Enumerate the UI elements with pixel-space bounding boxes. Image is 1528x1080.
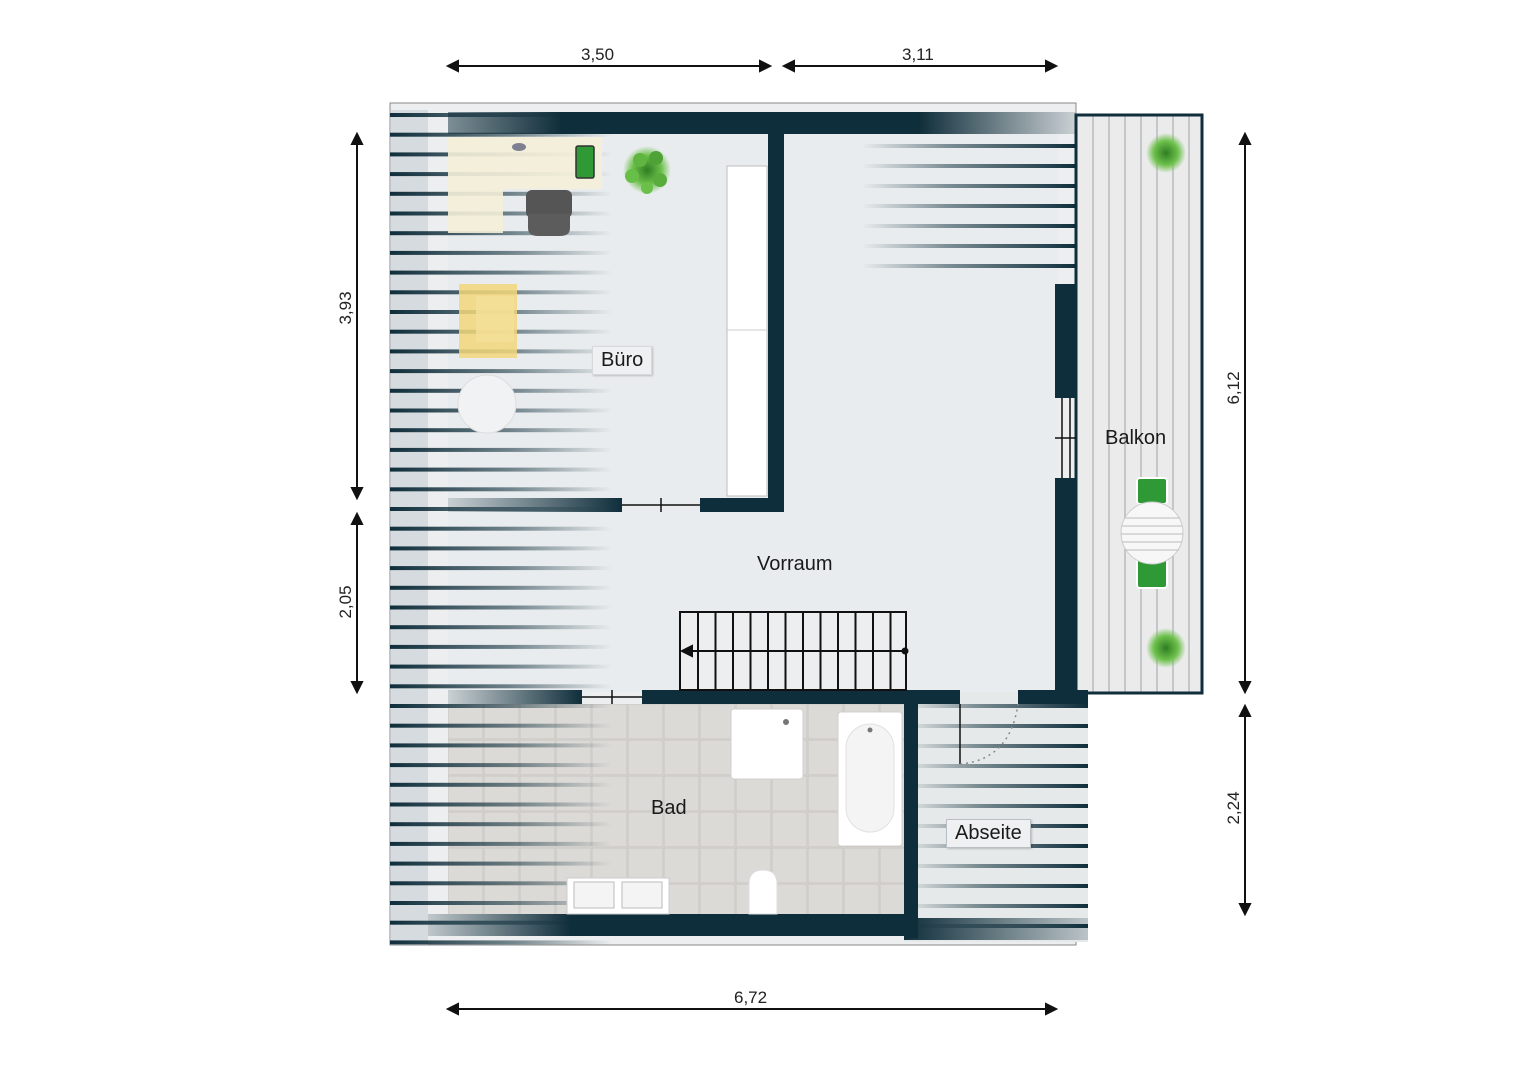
dimension-bottom: 6,72 bbox=[734, 988, 768, 1007]
room-label-vorraum: Vorraum bbox=[757, 553, 833, 575]
dimension-top-right: 3,11 bbox=[902, 45, 934, 64]
room-label-abseite: Abseite bbox=[946, 819, 1031, 848]
walls bbox=[428, 112, 1088, 940]
staircase bbox=[679, 611, 909, 691]
dimension-right-lower: 2,24 bbox=[1224, 791, 1243, 825]
dimension-lines bbox=[350, 59, 1252, 1016]
dimension-left-lower: 2,05 bbox=[336, 585, 355, 619]
dimension-top-left: 3,50 bbox=[581, 45, 615, 64]
dimension-left-upper: 3,93 bbox=[336, 291, 355, 325]
room-label-bad: Bad bbox=[651, 797, 687, 819]
dimension-right-upper: 6,12 bbox=[1224, 371, 1243, 405]
room-label-balkon: Balkon bbox=[1105, 427, 1167, 449]
balcony-furniture bbox=[1120, 133, 1186, 668]
room-label-buero: Büro bbox=[592, 346, 653, 375]
